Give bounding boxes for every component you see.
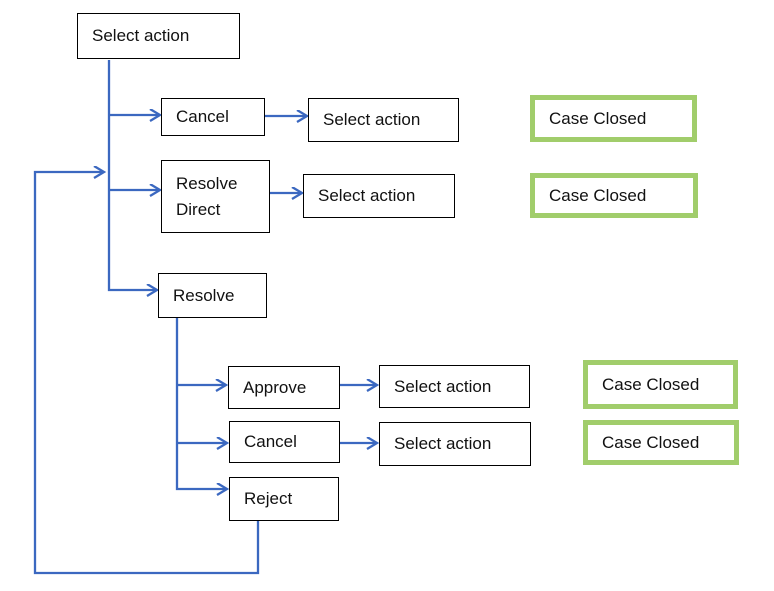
node-select-action-after-resolve-direct: Select action (303, 174, 455, 218)
connector-trunk-to-resolve (107, 60, 157, 290)
node-select-action-after-cancel: Select action (308, 98, 459, 142)
node-case-closed-4: Case Closed (583, 420, 739, 465)
node-cancel-2: Cancel (229, 421, 340, 463)
node-case-closed-2: Case Closed (530, 173, 698, 218)
node-cancel-1: Cancel (161, 98, 265, 136)
node-select-action-after-approve: Select action (379, 365, 530, 408)
connector-resolve-to-reject (175, 318, 227, 489)
node-reject: Reject (229, 477, 339, 521)
node-select-action-after-cancel-2: Select action (379, 422, 531, 466)
node-select-action-top: Select action (77, 13, 240, 59)
node-case-closed-3: Case Closed (583, 360, 738, 409)
node-resolve-direct: Resolve Direct (161, 160, 270, 233)
node-case-closed-1: Case Closed (530, 95, 697, 142)
connector-reject-loop-back (33, 172, 260, 575)
node-approve: Approve (228, 366, 340, 409)
node-resolve: Resolve (158, 273, 267, 318)
